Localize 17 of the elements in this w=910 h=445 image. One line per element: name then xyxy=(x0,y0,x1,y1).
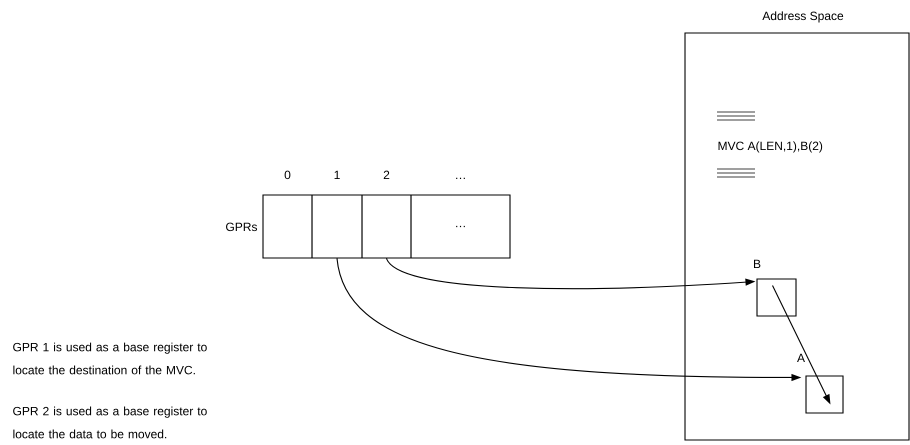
instruction-text: MVC A(LEN,1),B(2) xyxy=(718,141,822,152)
register-number: … xyxy=(456,178,465,179)
box-title: Address Space xyxy=(762,11,844,22)
register-cell xyxy=(262,194,313,259)
operand-label: A xyxy=(797,354,805,362)
register-cell xyxy=(361,194,412,259)
register-cell: … xyxy=(410,194,511,259)
memory-box xyxy=(805,375,844,414)
memory-box xyxy=(756,278,797,317)
register-cell xyxy=(311,194,363,259)
note-text: GPR 2 is used as a base register to locate the data to be moved. xyxy=(13,406,207,438)
note-text: GPR 1 is used as a base register to locate the destination of the MVC. xyxy=(13,342,207,374)
address-space-box xyxy=(684,32,910,441)
register-number: 2 xyxy=(384,170,390,179)
register-number: 1 xyxy=(334,170,340,179)
operand-label: B xyxy=(754,260,760,268)
register-number: 0 xyxy=(284,170,290,180)
